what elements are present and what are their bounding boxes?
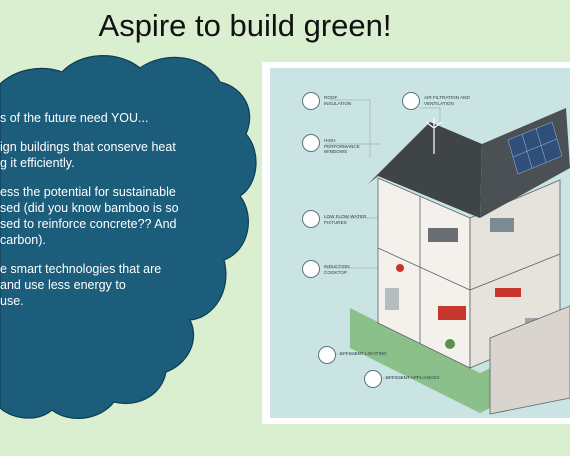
bullet-1: s of the future need YOU... (0, 110, 232, 126)
illustration-background: ROOF INSULATION AIR FILTRATION AND VENTI… (270, 68, 570, 418)
feature-label-lighting: EFFICIENT LIGHTING (340, 351, 387, 356)
bullet-3-line-2: sed (did you know bamboo is so (0, 201, 179, 215)
feature-label-appliances: EFFICIENT APPLIANCES (386, 375, 440, 380)
bullet-2-line-2: g it efficiently. (0, 156, 75, 170)
bullet-4-line-1: e smart technologies that are (0, 262, 162, 276)
bullet-list: s of the future need YOU... ign building… (0, 110, 232, 322)
bullet-1-line-1: s of the future need YOU... (0, 111, 149, 125)
tree-shape (445, 339, 455, 349)
vent-icon (402, 92, 420, 110)
bullet-3-line-3: sed to reinforce concrete?? And (0, 217, 177, 231)
feature-label-water: LOW FLOW WATER FIXTURES (324, 214, 367, 225)
bullet-4-line-2: and use less energy to (0, 278, 126, 292)
bed-shape (428, 228, 458, 242)
bullet-2-line-1: ign buildings that conserve heat (0, 140, 176, 154)
bullet-3-line-1: ess the potential for sustainable (0, 185, 176, 199)
plant-shape (396, 264, 404, 272)
feature-label-windows: HIGH PERFORMANCE WINDOWS (324, 138, 360, 154)
green-house-illustration: ROOF INSULATION AIR FILTRATION AND VENTI… (262, 62, 570, 424)
slide-title: Aspire to build green! (98, 8, 392, 43)
bullet-2: ign buildings that conserve heat g it ef… (0, 139, 232, 171)
fridge-shape (385, 288, 399, 310)
dining-chair-shape (495, 288, 521, 297)
appliance-icon (364, 370, 382, 388)
feature-label-air: AIR FILTRATION AND VENTILATION (424, 95, 470, 106)
sofa-shape (438, 306, 466, 320)
faucet-icon (302, 210, 320, 228)
feature-label-cooktop: INDUCTION COOKTOP (324, 264, 350, 275)
bulb-icon (318, 346, 336, 364)
bullet-4-line-3: use. (0, 294, 24, 308)
window-icon (302, 134, 320, 152)
cooktop-icon (302, 260, 320, 278)
house-icon (302, 92, 320, 110)
feature-label-roof: ROOF INSULATION (324, 95, 352, 106)
house-cutaway-drawing (325, 99, 570, 415)
desk-shape (490, 218, 514, 232)
bullet-4: e smart technologies that are and use le… (0, 261, 232, 309)
bullet-3: ess the potential for sustainable sed (d… (0, 184, 232, 248)
bullet-3-line-4: carbon). (0, 233, 46, 247)
